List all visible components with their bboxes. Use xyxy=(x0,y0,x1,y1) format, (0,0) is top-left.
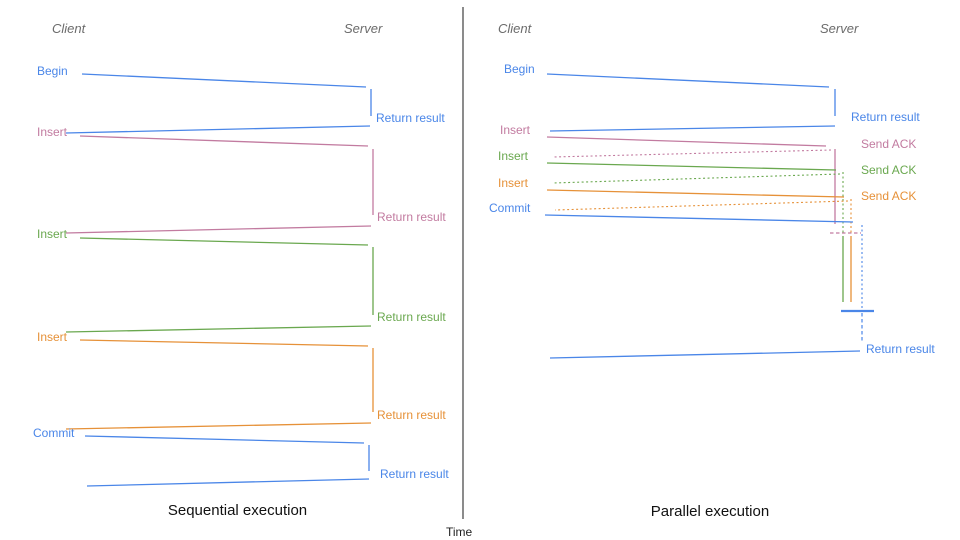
sequential-execution-title: Sequential execution xyxy=(167,502,308,519)
par-op-insert2-label: Insert xyxy=(498,149,529,163)
par-op-commit-label: Commit xyxy=(489,201,531,215)
par-begin-flow xyxy=(546,73,836,132)
seq-op-insert3-label: Insert xyxy=(37,330,68,344)
seq-insert3-flow xyxy=(65,339,374,430)
seq-insert2-flow xyxy=(65,237,374,333)
seq-server-header: Server xyxy=(344,21,383,36)
par-insert1-flow xyxy=(546,136,861,234)
par-insert2-ack-label: Send ACK xyxy=(861,163,917,177)
par-begin-response-label: Return result xyxy=(851,110,920,124)
par-server-header: Server xyxy=(820,21,859,36)
seq-begin-response-label: Return result xyxy=(376,111,445,125)
par-commit-response-label: Return result xyxy=(866,342,935,356)
par-client-header: Client xyxy=(498,21,532,36)
seq-op-insert2-label: Insert xyxy=(37,227,68,241)
seq-insert1-response-label: Return result xyxy=(377,210,446,224)
seq-op-insert1-label: Insert xyxy=(37,125,68,139)
time-axis-label: Time xyxy=(446,525,473,539)
seq-insert3-response-label: Return result xyxy=(377,408,446,422)
par-op-insert1-label: Insert xyxy=(500,123,531,137)
par-insert3-ack-label: Send ACK xyxy=(861,189,917,203)
seq-commit-flow xyxy=(84,435,370,487)
par-insert1-ack-label: Send ACK xyxy=(861,137,917,151)
seq-begin-flow xyxy=(65,73,372,134)
seq-insert2-response-label: Return result xyxy=(377,310,446,324)
par-op-insert3-label: Insert xyxy=(498,176,529,190)
par-op-begin-label: Begin xyxy=(504,62,535,76)
par-insert2-flow xyxy=(546,162,844,302)
parallel-execution-title: Parallel execution xyxy=(650,503,770,520)
seq-insert1-flow xyxy=(65,135,374,234)
seq-client-header: Client xyxy=(52,21,86,36)
seq-commit-response-label: Return result xyxy=(380,467,449,481)
par-insert3-flow xyxy=(546,189,852,302)
seq-op-begin-label: Begin xyxy=(37,64,68,78)
par-commit-flow xyxy=(544,214,874,359)
seq-op-commit-label: Commit xyxy=(33,426,75,440)
